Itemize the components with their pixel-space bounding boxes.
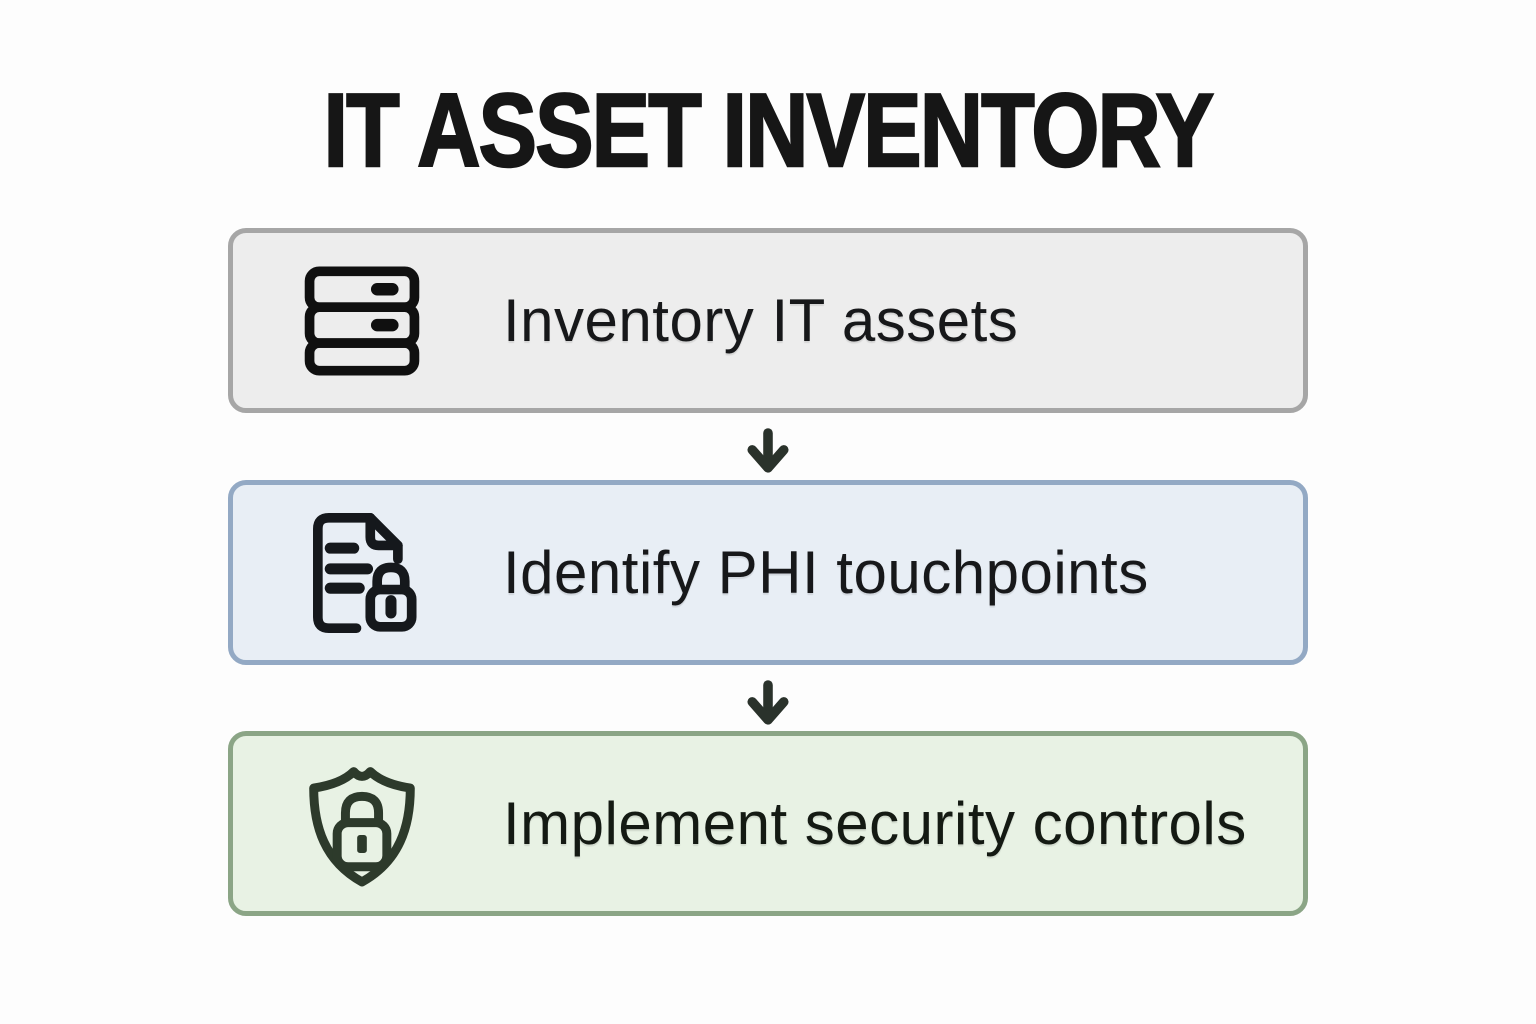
shield-lock-icon (293, 755, 431, 893)
page-title: IT ASSET INVENTORY (323, 72, 1216, 191)
flow-step-identify-phi-touchpoints: Identify PHI touchpoints (228, 480, 1308, 665)
step-label: Identify PHI touchpoints (503, 539, 1149, 606)
step-label: Inventory IT assets (503, 287, 1019, 354)
flow-step-inventory-it-assets: Inventory IT assets (228, 228, 1308, 413)
down-arrow-icon (741, 678, 795, 728)
flow-step-implement-security-controls: Implement security controls (228, 731, 1308, 916)
document-lock-icon (293, 504, 431, 642)
down-arrow-icon (741, 426, 795, 476)
server-stack-icon (293, 252, 431, 390)
step-label: Implement security controls (503, 790, 1247, 857)
